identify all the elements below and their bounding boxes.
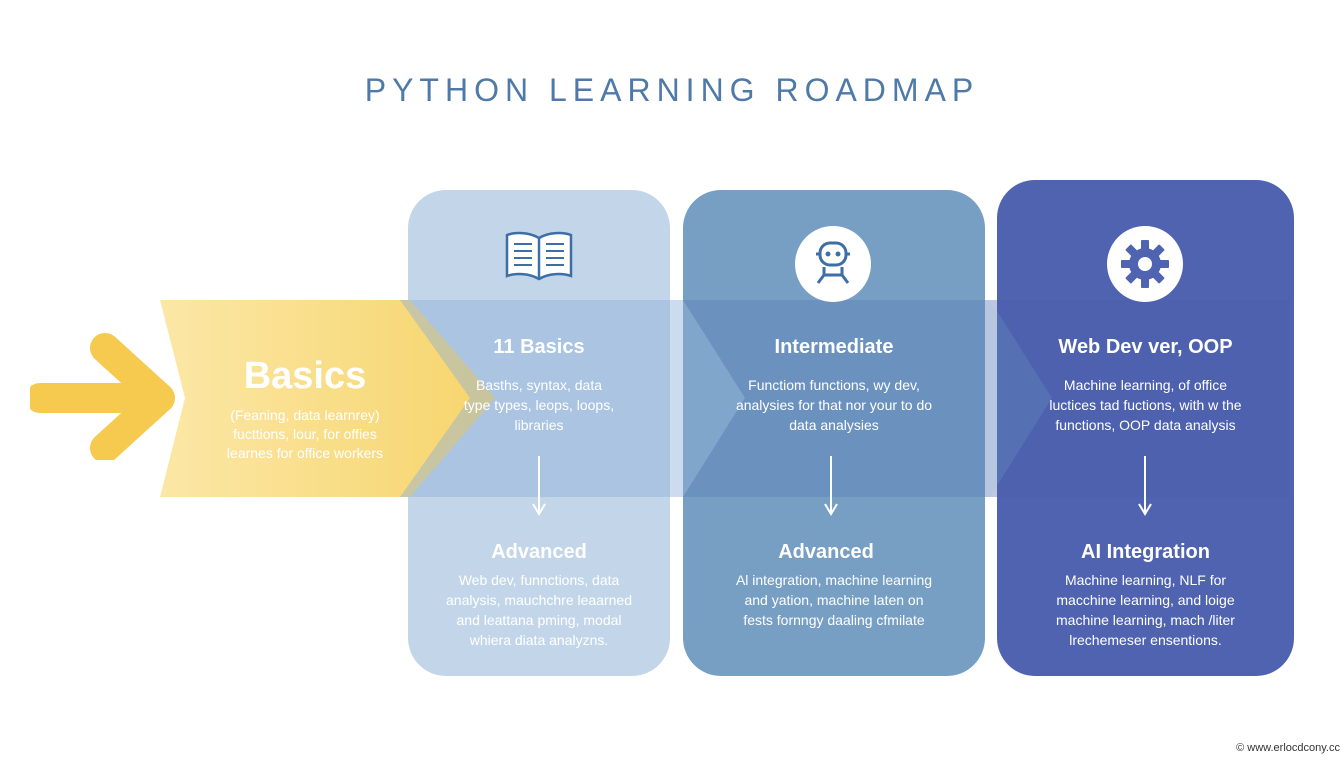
column-3-top-desc: Machine learning, of office luctices tad… (997, 375, 1294, 435)
column-2-top-desc: Functiom functions, wy dev, analysies fo… (683, 375, 985, 435)
gear-icon (1107, 226, 1183, 302)
column-3-top-line: Machine learning, of office (1063, 377, 1228, 393)
roadmap-connector-band (400, 300, 1290, 497)
column-3-bottom-line: macchine learning, and loige (1056, 592, 1235, 608)
column-3-bottom-line: lrechemeser ensentions. (1069, 632, 1222, 648)
column-3-bottom-line: Machine learning, NLF for (1064, 572, 1227, 588)
column-3-top-line: functions, OOP data analysis (1055, 417, 1236, 433)
column-1-top-line: type types, leops, loops, (463, 397, 615, 413)
column-3-bottom-desc: Machine learning, NLF for macchine learn… (997, 570, 1294, 650)
column-3-top-line: luctices tad fuctions, with w the (1049, 397, 1242, 413)
column-2-top-line: data analysies (789, 417, 879, 433)
arrow-down-icon (1138, 456, 1152, 516)
column-2-bottom-desc: Al integration, machine learning and yat… (683, 570, 985, 630)
start-arrow-icon (30, 333, 175, 460)
book-icon (505, 231, 573, 281)
column-2-top-line: analysies for that nor your to do (735, 397, 933, 413)
column-1-top-desc: Basths, syntax, data type types, leops, … (408, 375, 670, 435)
column-1-bottom-line: and leattana pming, modal (456, 612, 622, 628)
column-2-bottom-line: and yation, machine laten on (744, 592, 924, 608)
basics-intro: Basics (Feaning, data learnrey) fucttion… (190, 355, 420, 463)
column-3-bottom-heading: AI Integration (1081, 541, 1210, 563)
basics-chevron-band (160, 300, 495, 497)
column-1-top-line: Basths, syntax, data (475, 377, 603, 393)
column-1-bottom-line: analysis, mauchchre leaarned (446, 592, 632, 608)
basics-line-3: learnes for office workers (226, 445, 384, 461)
column-2-bottom-line: Al integration, machine learning (735, 572, 933, 588)
column-1-bottom-line: Web dev, funnctions, data (458, 572, 620, 588)
column-2-bottom-line: fests fornngy daaling cfmilate (743, 612, 925, 628)
arrow-down-icon (532, 456, 546, 516)
column-2-top-heading: Intermediate (774, 336, 894, 358)
column-1-bottom-heading: Advanced (491, 541, 587, 563)
basics-line-2: fucttions, lour, for offies (233, 426, 377, 442)
column-1-top-line: libraries (514, 417, 564, 433)
column-3-top-heading: Web Dev ver, OOP (1058, 336, 1233, 358)
basics-heading: Basics (243, 355, 367, 397)
robot-icon (795, 226, 871, 302)
arrow-down-icon (824, 456, 838, 516)
column-2-bottom-heading: Advanced (778, 541, 874, 563)
column-1-bottom-line: whiera diata analyzns. (469, 632, 609, 648)
column-1-top-heading: 11 Basics (493, 336, 585, 358)
basics-line-1: (Feaning, data learnrey) (230, 407, 380, 423)
page-title: PYTHON LEARNING ROADMAP (364, 72, 980, 108)
footer-credit: © www.erlocdcony.cc (1236, 742, 1340, 754)
column-3-bottom-line: machine learning, mach /liter (1056, 612, 1235, 628)
column-2-top-line: Functiom functions, wy dev, (748, 377, 920, 393)
column-1-bottom-desc: Web dev, funnctions, data analysis, mauc… (408, 570, 670, 650)
